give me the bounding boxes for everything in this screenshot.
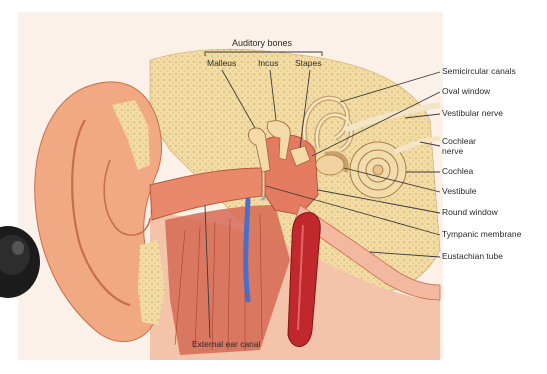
label-semicircular-canals: Semicircular canals — [442, 66, 516, 76]
label-stapes: Stapes — [295, 58, 321, 68]
blue-vessel — [246, 200, 248, 300]
label-cochlear-nerve-2: nerve — [442, 146, 464, 156]
label-auditory-bones: Auditory bones — [232, 38, 293, 48]
label-external-ear-canal: External ear canal — [192, 339, 261, 349]
label-eustachian-tube: Eustachian tube — [442, 251, 503, 261]
label-round-window: Round window — [442, 207, 499, 217]
label-incus: Incus — [258, 58, 278, 68]
label-oval-window: Oval window — [442, 86, 491, 96]
label-malleus: Malleus — [207, 58, 236, 68]
label-tympanic-membrane: Tympanic membrane — [442, 229, 522, 239]
vestibule-shape — [316, 155, 344, 175]
label-vestibule: Vestibule — [442, 186, 477, 196]
label-vestibular-nerve: Vestibular nerve — [442, 108, 503, 118]
label-cochlear-nerve-1: Cochlear — [442, 136, 476, 146]
label-cochlea: Cochlea — [442, 166, 473, 176]
middle-ear-cavity — [265, 135, 318, 215]
